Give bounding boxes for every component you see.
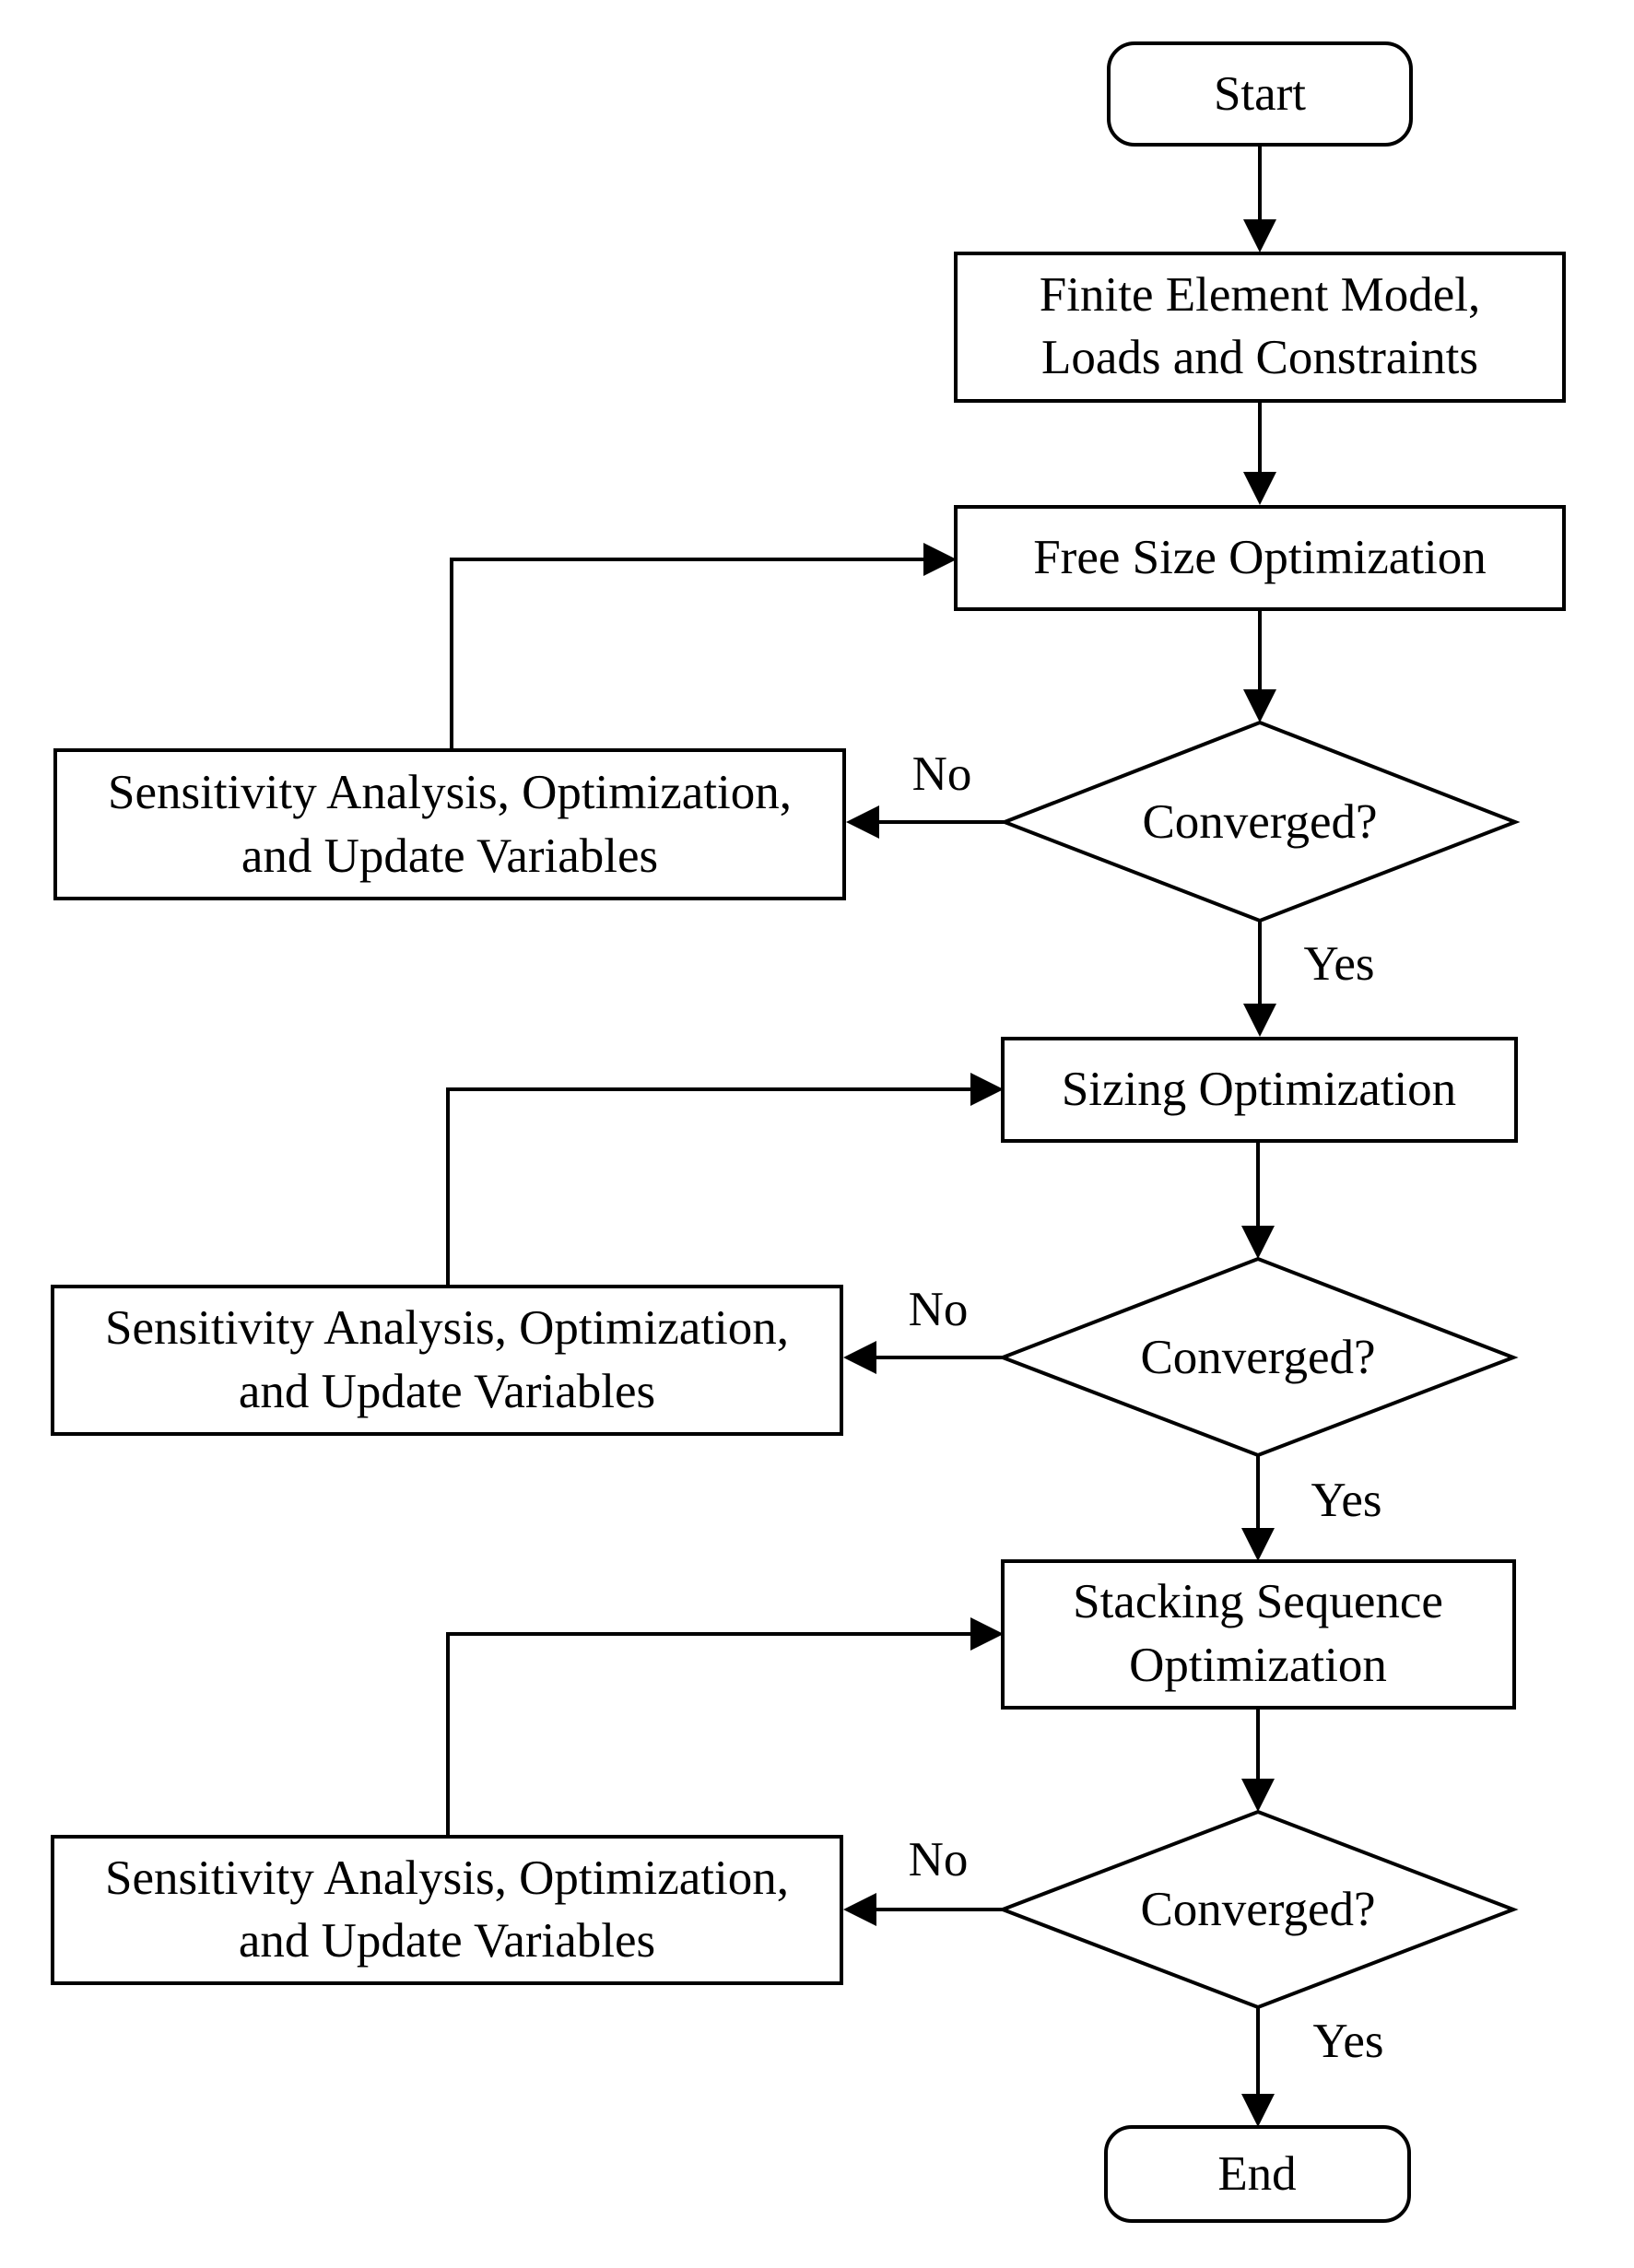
converged-1-node: Converged?: [999, 720, 1521, 923]
converged-1-decision: [999, 720, 1521, 923]
sensitivity-1-node: Sensitivity Analysis, Optimization, and …: [53, 748, 846, 900]
arrowhead-sens3-loop: [970, 1617, 1004, 1651]
sensitivity-3-label-line2: and Update Variables: [239, 1914, 655, 1968]
sensitivity-2-box: [51, 1285, 843, 1436]
edge-sens3-loop: [446, 1632, 978, 1837]
converged-3-decision: [997, 1809, 1519, 2010]
arrowhead-start-to-fem: [1243, 219, 1276, 253]
stacking-node: Stacking Sequence Optimization: [1001, 1559, 1516, 1710]
sensitivity-2-label-line1: Sensitivity Analysis, Optimization,: [105, 1301, 789, 1355]
free-size-node: Free Size Optimization: [954, 505, 1566, 611]
arrowhead-conv2-yes: [1241, 1528, 1275, 1561]
stacking-label-line2: Optimization: [1129, 1639, 1387, 1692]
arrowhead-sens1-loop: [923, 543, 957, 576]
arrowhead-conv1-yes: [1243, 1004, 1276, 1037]
conv1-yes-label: Yes: [1303, 937, 1374, 991]
sensitivity-3-box: [51, 1835, 843, 1985]
arrowhead-sens2-loop: [970, 1073, 1004, 1106]
arrowhead-sizing-to-conv2: [1241, 1226, 1275, 1259]
stacking-box: [1001, 1559, 1516, 1710]
converged-2-label: Converged?: [1140, 1331, 1375, 1384]
start-node: Start: [1107, 41, 1413, 147]
stacking-label-line1: Stacking Sequence: [1073, 1575, 1443, 1628]
end-terminator: [1104, 2125, 1411, 2223]
conv1-no-label: No: [912, 747, 972, 801]
arrowhead-conv3-no: [843, 1893, 876, 1926]
end-label: End: [1217, 2147, 1296, 2201]
edge-sens2-loop: [446, 1087, 978, 1287]
free-size-label: Free Size Optimization: [1033, 531, 1487, 584]
free-size-box: [954, 505, 1566, 611]
sizing-box: [1001, 1037, 1518, 1143]
sensitivity-3-node: Sensitivity Analysis, Optimization, and …: [51, 1835, 843, 1985]
sensitivity-3-label-line1: Sensitivity Analysis, Optimization,: [105, 1851, 789, 1905]
start-terminator: [1107, 41, 1413, 147]
converged-2-decision: [997, 1256, 1519, 1458]
converged-1-label: Converged?: [1142, 795, 1377, 849]
conv2-yes-label: Yes: [1311, 1474, 1381, 1527]
sensitivity-1-label-line2: and Update Variables: [241, 829, 658, 883]
fem-box: [954, 252, 1566, 403]
arrowhead-conv3-yes: [1241, 2094, 1275, 2127]
edge-sens1-loop: [450, 558, 931, 750]
arrowhead-conv1-no: [846, 805, 879, 839]
fem-node: Finite Element Model, Loads and Constrai…: [954, 252, 1566, 403]
sensitivity-2-label-line2: and Update Variables: [239, 1365, 655, 1418]
conv3-yes-label: Yes: [1312, 2015, 1383, 2068]
sizing-label: Sizing Optimization: [1062, 1063, 1456, 1116]
conv3-no-label: No: [909, 1833, 969, 1886]
conv2-no-label: No: [909, 1283, 969, 1336]
edges: [446, 145, 1276, 2127]
arrowhead-fem-to-free-size: [1243, 472, 1276, 505]
converged-3-label: Converged?: [1140, 1883, 1375, 1936]
sensitivity-1-box: [53, 748, 846, 900]
start-label: Start: [1214, 67, 1306, 121]
fem-label-line2: Loads and Constraints: [1041, 331, 1478, 384]
fem-label-line1: Finite Element Model,: [1040, 268, 1480, 322]
end-node: End: [1104, 2125, 1411, 2223]
sensitivity-1-label-line1: Sensitivity Analysis, Optimization,: [108, 766, 792, 819]
edge-labels: No Yes No Yes No Yes: [909, 747, 1384, 2068]
sensitivity-2-node: Sensitivity Analysis, Optimization, and …: [51, 1285, 843, 1436]
converged-3-node: Converged?: [997, 1809, 1519, 2010]
arrowhead-stacking-to-conv3: [1241, 1779, 1275, 1812]
sizing-node: Sizing Optimization: [1001, 1037, 1518, 1143]
arrowhead-conv2-no: [843, 1341, 876, 1374]
arrowhead-free-size-to-conv1: [1243, 689, 1276, 723]
converged-2-node: Converged?: [997, 1256, 1519, 1458]
